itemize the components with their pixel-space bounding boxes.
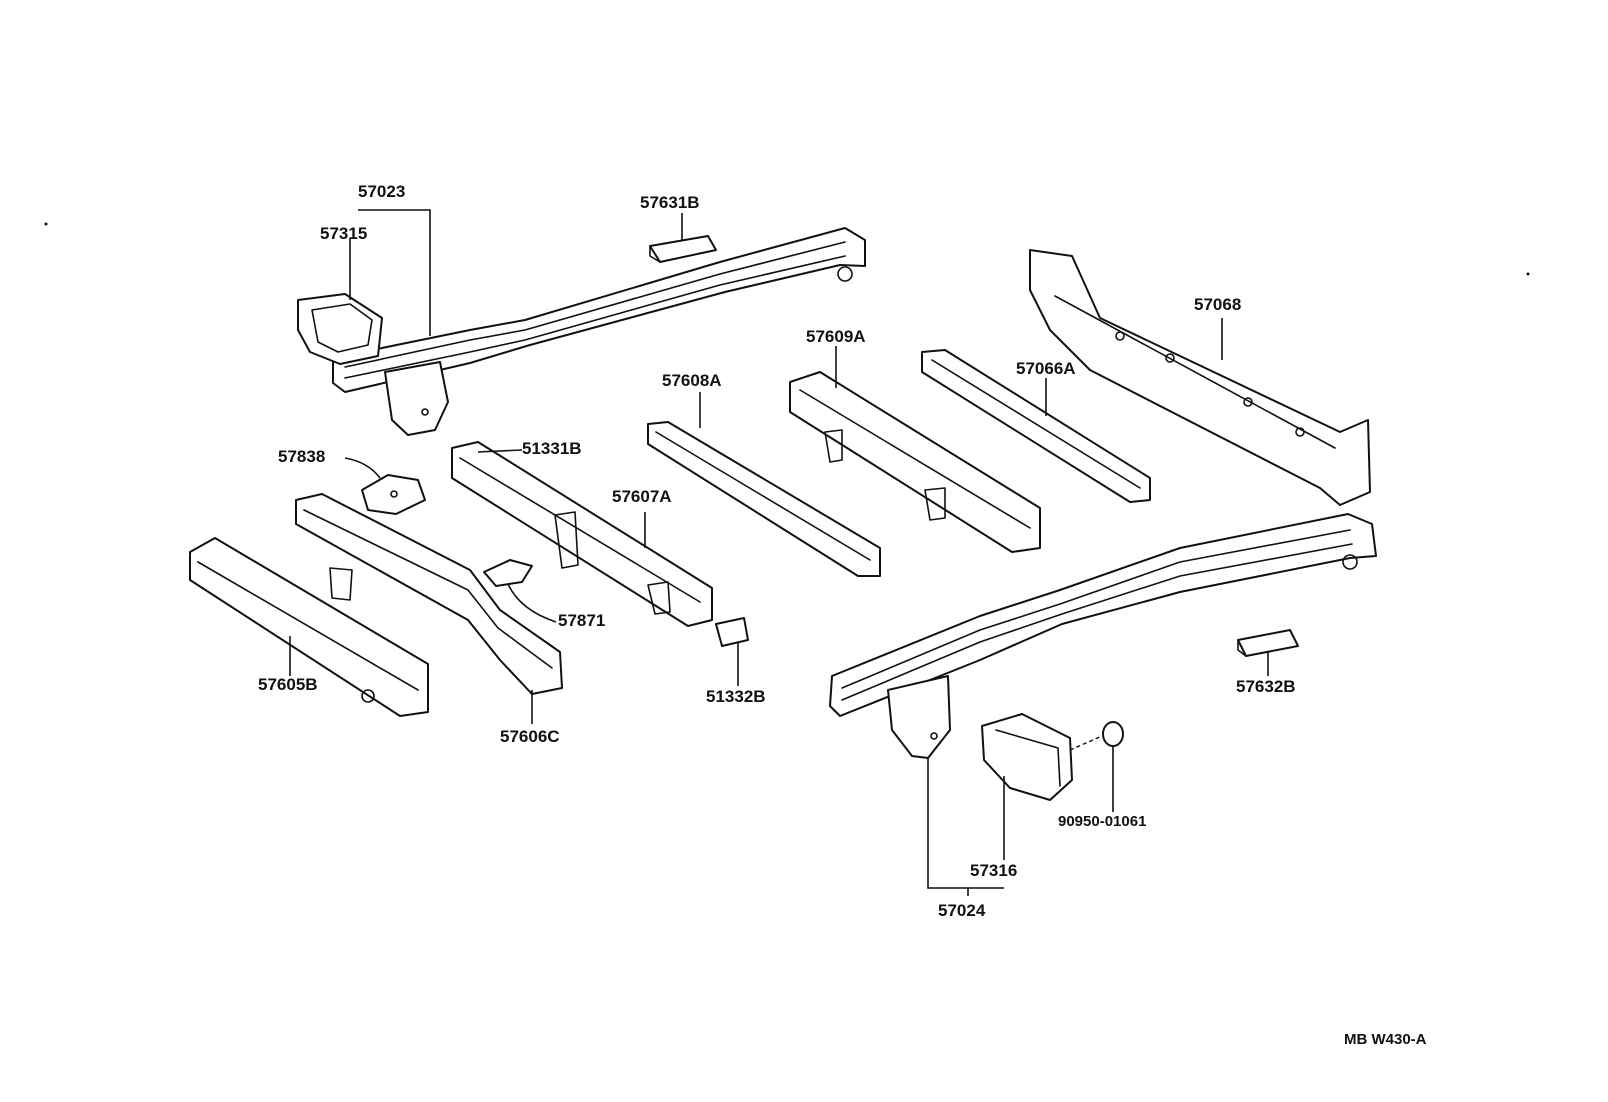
cross-member-57608A: [647, 421, 881, 577]
cross-member-57068: [1029, 249, 1371, 506]
label-57631B: 57631B: [640, 193, 700, 212]
cross-member-57607A: [451, 441, 713, 627]
label-57606C: 57606C: [500, 727, 560, 746]
cross-member-57066A: [921, 349, 1151, 503]
leader-plug-dashed: [1069, 735, 1103, 751]
bracket-51332B: [715, 617, 749, 647]
label-90950-01061: 90950-01061: [1058, 813, 1147, 830]
label-57838: 57838: [278, 447, 326, 466]
label-57024: 57024: [938, 901, 986, 920]
channel-57632B: [1237, 629, 1299, 657]
bracket-57315: [297, 293, 383, 365]
label-57023: 57023: [358, 182, 406, 201]
channel-57631B: [649, 235, 717, 263]
label-57066A: 57066A: [1016, 359, 1076, 378]
label-57609A: 57609A: [806, 327, 866, 346]
cross-member-57605B: [189, 537, 429, 717]
leader-57871: [507, 583, 557, 623]
label-57608A: 57608A: [662, 371, 722, 390]
stray-dot: [44, 222, 48, 226]
label-57871: 57871: [558, 611, 606, 630]
frame-rail-left-57023: [332, 227, 866, 436]
leader-57024: [927, 758, 1004, 889]
label-57315: 57315: [320, 224, 368, 243]
cross-member-57609A: [789, 371, 1041, 553]
frame-rail-right-57024: [829, 513, 1377, 759]
plate-57871: [483, 559, 533, 587]
label-51332B: 51332B: [706, 687, 766, 706]
bracket-57316: [981, 713, 1073, 801]
label-57316: 57316: [970, 861, 1018, 880]
diagram-code: MB W430-A: [1344, 1031, 1427, 1048]
leader-57838: [344, 457, 381, 479]
label-57632B: 57632B: [1236, 677, 1296, 696]
plate-57838: [361, 474, 426, 515]
label-57068: 57068: [1194, 295, 1242, 314]
leader-57023: [358, 209, 431, 336]
label-57605B: 57605B: [258, 675, 318, 694]
leader-51331B: [477, 449, 523, 453]
label-51331B: 51331B: [522, 439, 582, 458]
stray-dot: [1526, 272, 1530, 276]
label-57607A: 57607A: [612, 487, 672, 506]
plug-90950-01061: [1102, 721, 1124, 747]
cross-member-57606C: [295, 493, 563, 695]
